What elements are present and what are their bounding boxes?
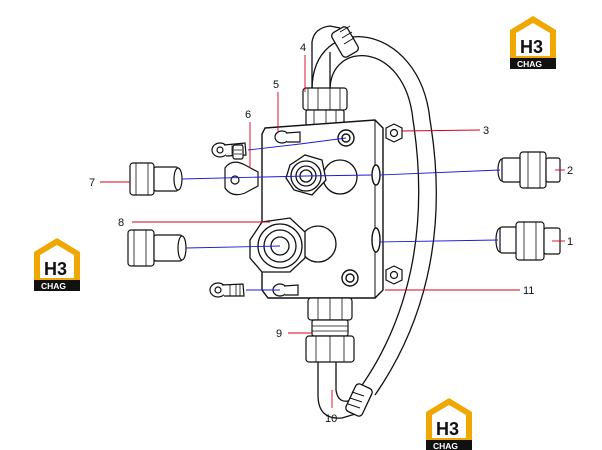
svg-text:H3: H3: [436, 419, 459, 439]
callout-8: 8: [118, 217, 124, 229]
svg-text:H3: H3: [520, 37, 543, 57]
callout-9: 9: [276, 328, 282, 340]
callout-labels: 1 2 3 4 5 6 7 8 9 10 11: [89, 42, 573, 425]
check-valve-plug: [224, 144, 259, 196]
lower-adapter-stack: [305, 297, 355, 363]
alignment-lines: [181, 137, 501, 291]
fitting-left-lower: [127, 229, 187, 267]
callout-10: 10: [325, 413, 337, 425]
fitting-item-1: [495, 221, 561, 261]
brand-logo-top-right: H3 CHAG: [510, 16, 556, 69]
callout-3: 3: [483, 125, 489, 137]
upper-hose-fitting: [302, 87, 348, 127]
svg-text:H3: H3: [44, 259, 67, 279]
svg-text:CHAG: CHAG: [517, 59, 542, 69]
hex-nut-right: [385, 123, 403, 143]
brand-logo-left: H3 CHAG: [34, 238, 80, 291]
svg-text:CHAG: CHAG: [433, 441, 458, 450]
fitting-item-2: [497, 151, 561, 189]
callout-2: 2: [567, 165, 573, 177]
callout-11: 11: [523, 285, 534, 297]
brand-logo-bottom: H3 CHAG: [426, 398, 472, 450]
callout-6: 6: [245, 109, 251, 121]
hex-nut-bottom-right: [385, 265, 403, 285]
callout-1: 1: [567, 236, 573, 248]
screw-bottom: [209, 282, 245, 298]
hose-assembly: [311, 25, 437, 419]
callout-7: 7: [89, 177, 95, 189]
screw-top-2: [274, 130, 301, 144]
leader-lines: [100, 55, 565, 408]
svg-text:CHAG: CHAG: [41, 281, 66, 291]
callout-4: 4: [300, 42, 306, 54]
block-upper-port: [285, 154, 358, 196]
fitting-item-7: [129, 162, 183, 196]
callout-5: 5: [273, 79, 279, 91]
